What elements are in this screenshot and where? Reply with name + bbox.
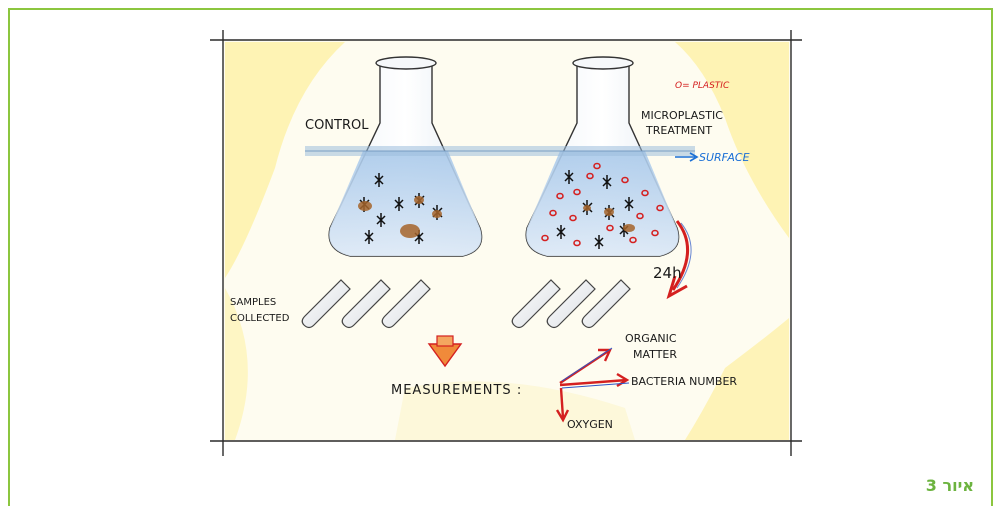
bacteria-number-label: BACTERIA NUMBER [631,375,737,388]
measurements-label: MEASUREMENTS : [391,383,522,398]
time-label: 24h [653,264,682,282]
samples-label-line1: SAMPLES [230,297,276,308]
treatment-label-line2: TREATMENT [645,124,712,137]
control-label: CONTROL [305,118,369,133]
oxygen-label: OXYGEN [567,418,613,431]
figure-caption: איור 3 [926,476,974,495]
organic-matter-line2: MATTER [633,348,677,361]
plastic-legend: O= PLASTIC [675,81,730,91]
treatment-label-line1: MICROPLASTIC [641,109,723,122]
experiment-illustration: CONTROL MICROPLASTIC TREATMENT SURFACE O… [205,28,805,460]
surface-label: SURFACE [699,151,750,164]
organic-matter-line1: ORGANIC [625,332,677,345]
samples-label-line2: COLLECTED [230,313,290,324]
